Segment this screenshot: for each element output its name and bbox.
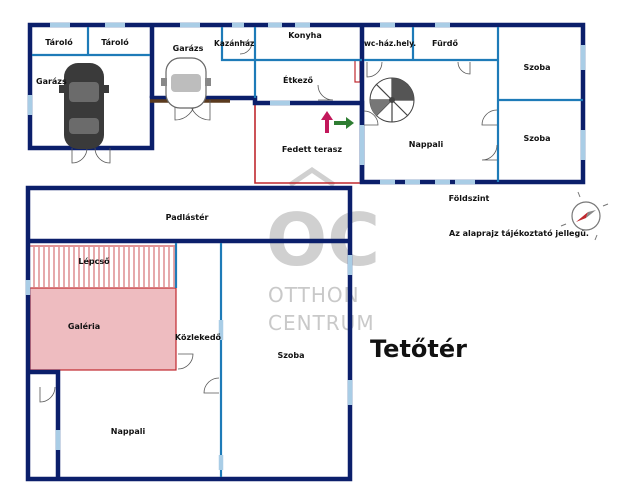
- attic-partitions: [174, 243, 223, 477]
- attic-windows: [25, 255, 353, 470]
- room-label-garage-1: Garázs: [36, 77, 67, 86]
- ground-floor-partitions: [32, 27, 583, 182]
- room-label-storage-1: Tároló: [45, 37, 73, 47]
- watermark-line1: OTTHON: [268, 283, 360, 307]
- room-label-storage-2: Tároló: [101, 37, 129, 47]
- room-label-wc: wc-ház.hely.: [364, 39, 416, 48]
- watermark-roof-icon: [288, 166, 336, 188]
- room-label-gallery: Galéria: [68, 321, 100, 331]
- ground-floor-plan: Tároló Tároló Garázs Garázs Kazánház Kon…: [27, 22, 586, 203]
- floor-name-attic: Tetőtér: [370, 335, 467, 363]
- ground-floor-windows: [27, 22, 586, 185]
- room-label-corridor: Közlekedő: [175, 333, 222, 342]
- room-label-bedroom-1: Szoba: [523, 63, 550, 72]
- white-car-icon: [161, 57, 211, 109]
- gallery-area: [29, 287, 177, 371]
- room-label-bathroom: Fürdő: [432, 39, 458, 48]
- room-label-stairs: Lépcső: [78, 256, 110, 266]
- room-label-attic-living: Nappali: [111, 427, 146, 436]
- watermark: OC OTTHON CENTRUM: [266, 166, 380, 335]
- terrace-outline: [254, 103, 362, 184]
- terrace-post: [354, 59, 361, 83]
- entrance-arrow-icon: [321, 111, 333, 133]
- room-label-attic-bedroom: Szoba: [277, 351, 304, 360]
- compass-icon: [560, 191, 609, 241]
- stairs-hatch: [33, 247, 175, 287]
- room-label-living: Nappali: [409, 140, 444, 149]
- attic-doors: [39, 353, 220, 403]
- disclaimer-note: Az alaprajz tájékoztató jellegű.: [449, 228, 589, 238]
- room-label-dining: Étkező: [283, 74, 313, 85]
- direction-arrow-icon: [334, 117, 354, 129]
- floor-name-ground: Földszint: [449, 194, 490, 203]
- ground-floor-walls: [27, 22, 586, 185]
- room-label-bedroom-2: Szoba: [523, 134, 550, 143]
- room-label-loft: Padlástér: [166, 212, 209, 222]
- dark-car-icon: [59, 63, 109, 149]
- room-label-kitchen: Konyha: [288, 31, 322, 40]
- room-label-boiler: Kazánház: [214, 39, 254, 48]
- watermark-line2: CENTRUM: [268, 311, 375, 335]
- attic-plan: Padlástér Lépcső Galéria Közlekedő Szoba…: [25, 185, 467, 482]
- room-label-terrace: Fedett terasz: [282, 145, 343, 154]
- room-label-garage-2: Garázs: [173, 44, 204, 53]
- spiral-stairs-icon: [369, 77, 415, 123]
